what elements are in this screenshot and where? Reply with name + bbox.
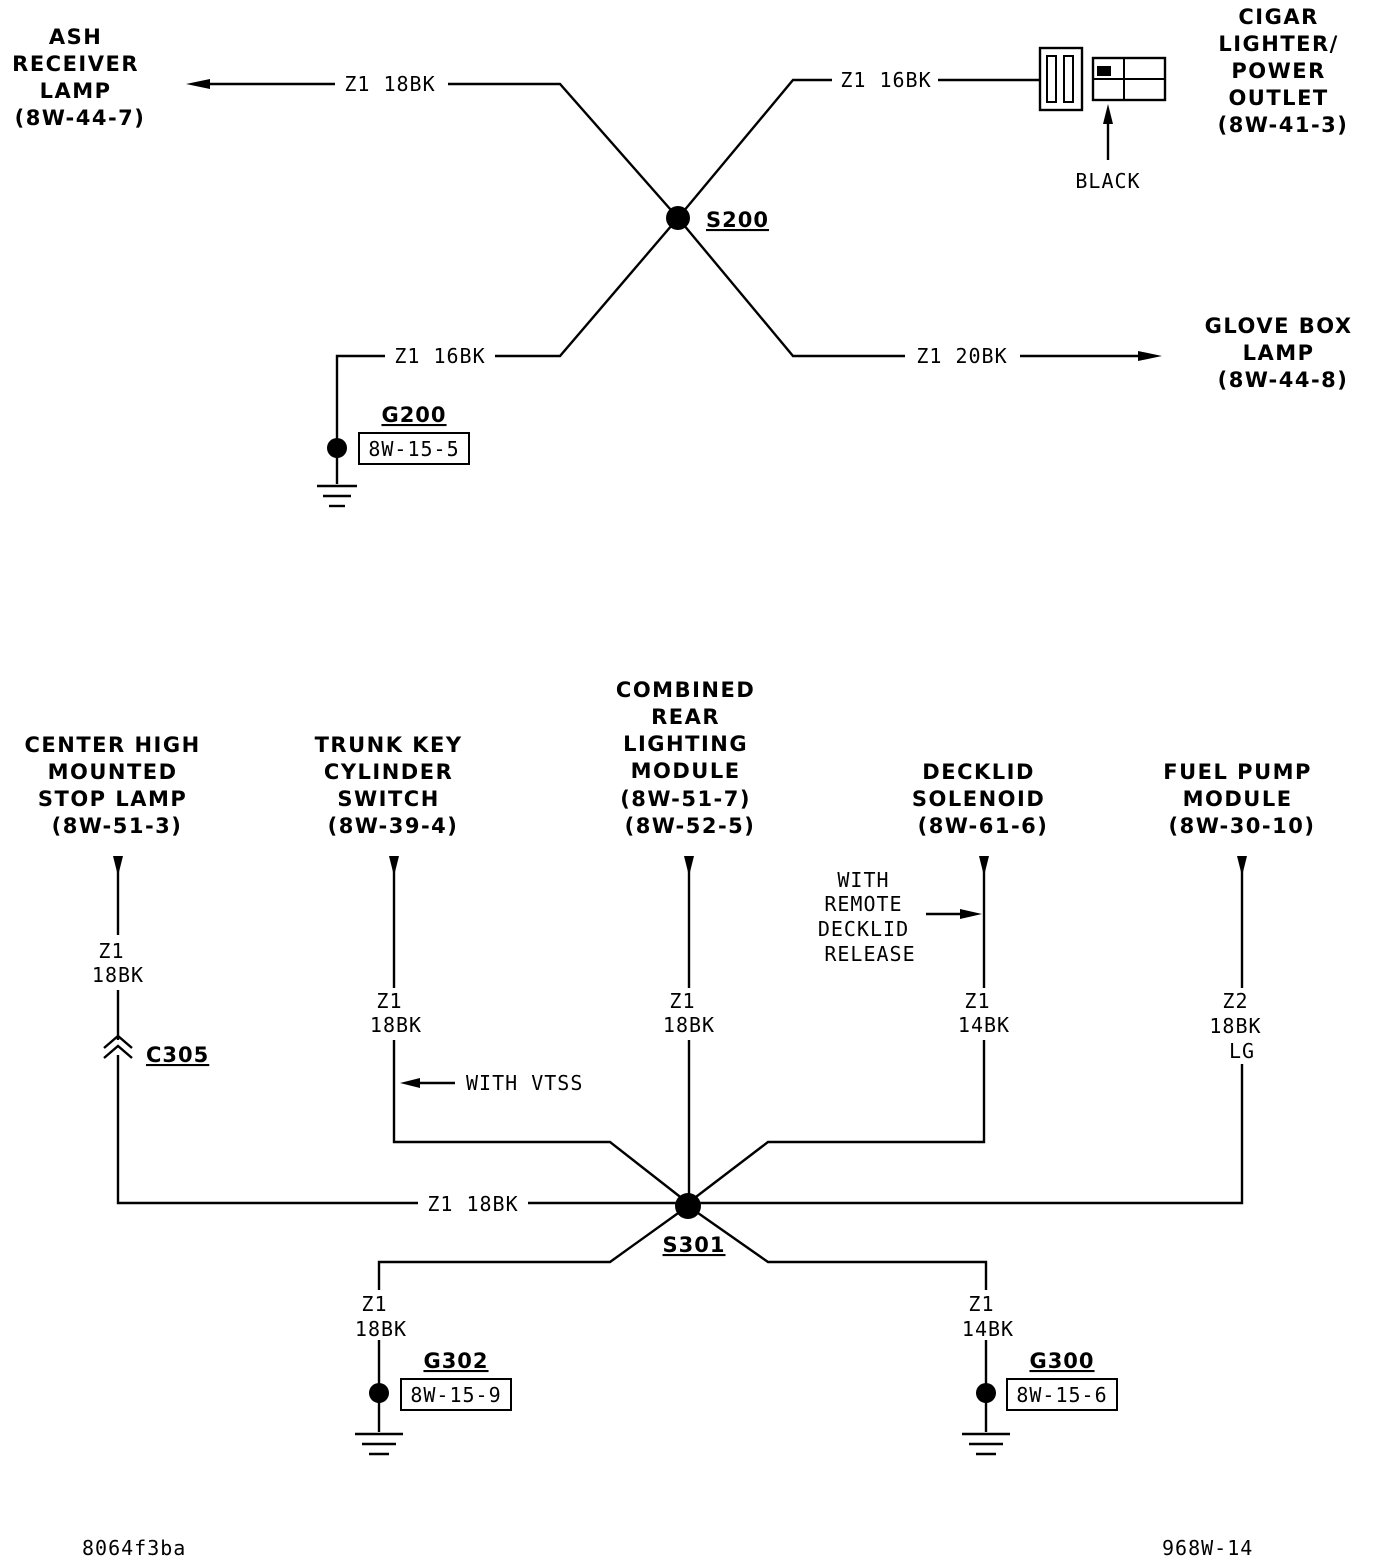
ground-g200-ref-box <box>358 432 470 465</box>
wire-label-ash: Z1 18BK <box>344 72 435 96</box>
bottom-section: CENTER HIGH MOUNTED STOP LAMP (8W-51-3) … <box>25 678 1320 1456</box>
arrow-fuel-icon <box>1237 856 1247 876</box>
wire-label-glove: Z1 20BK <box>916 344 1007 368</box>
wire-label-decklid: Z1 14BK <box>958 989 1010 1037</box>
arrow-crlm-icon <box>684 856 694 876</box>
connector-color-label: BLACK <box>1075 169 1140 193</box>
ground-g200-label: G200 <box>381 403 446 427</box>
wire-cigar-lighter <box>677 78 1040 219</box>
wire-label-g300: Z1 14BK <box>962 1292 1014 1341</box>
connector-c305-label: C305 <box>146 1043 209 1067</box>
arrow-trunk-icon <box>389 856 399 876</box>
connector-c305-icon <box>103 1034 133 1059</box>
note-with-remote-decklid-release: WITH REMOTE DECKLID RELEASE <box>818 868 922 966</box>
wire-label-cigar: Z1 16BK <box>840 68 931 92</box>
ash-receiver-lamp-label: ASH RECEIVER LAMP (8W-44-7) <box>12 25 148 130</box>
fuel-pump-module-label: FUEL PUMP MODULE (8W-30-10) <box>1163 760 1320 838</box>
decklid-solenoid-label: DECKLID SOLENOID (8W-61-6) <box>912 760 1054 838</box>
wire-label-ground: Z1 16BK <box>394 344 485 368</box>
wire-ground-g300 <box>687 1205 988 1432</box>
top-section: ASH RECEIVER LAMP (8W-44-7) Z1 18BK Z1 1… <box>12 5 1362 508</box>
vtss-arrow-icon <box>400 1078 420 1088</box>
ground-g300-icon <box>962 1432 1010 1456</box>
ground-g302-dot <box>369 1383 389 1403</box>
wire-ash-receiver <box>205 82 679 219</box>
ground-g300-ref: 8W-15-6 <box>1016 1383 1107 1407</box>
cigar-lighter-connector-icon <box>1038 46 1167 112</box>
wire-label-g302: Z1 18BK <box>355 1292 407 1341</box>
footer-left-id: 8064f3ba <box>82 1536 186 1560</box>
ground-g302-label: G302 <box>423 1349 488 1373</box>
wire-label-crlm: Z1 18BK <box>663 989 715 1037</box>
ground-g200-icon <box>317 484 357 508</box>
remote-arrow-icon <box>960 909 982 919</box>
wire-trunk-key <box>392 870 689 1204</box>
arrow-up-icon <box>1103 104 1113 124</box>
ground-g302-icon <box>355 1432 403 1456</box>
wire-glove-box <box>677 217 1145 358</box>
arrow-decklid-icon <box>979 856 989 876</box>
arrow-chmsl-icon <box>113 856 123 876</box>
wire-chmsl <box>116 870 688 1205</box>
cigar-lighter-label: CIGAR LIGHTER/ POWER OUTLET (8W-41-3) <box>1218 5 1349 137</box>
wire-label-chmsl-vertical: Z1 18BK <box>92 939 144 987</box>
glove-box-lamp-label: GLOVE BOX LAMP (8W-44-8) <box>1205 314 1362 392</box>
ground-g302-ref-box <box>400 1378 512 1411</box>
splice-s200-label: S200 <box>706 208 769 232</box>
footer-right-id: 968W-14 <box>1162 1536 1253 1560</box>
chmsl-label: CENTER HIGH MOUNTED STOP LAMP (8W-51-3) <box>25 733 210 838</box>
ground-g200-dot <box>327 438 347 458</box>
wire-label-fuel: Z2 18BK LG <box>1209 989 1274 1063</box>
arrow-glove-box-icon <box>1138 351 1162 361</box>
wire-fuel-pump <box>688 870 1244 1205</box>
ground-g302-ref: 8W-15-9 <box>410 1383 501 1407</box>
wire-label-chmsl-horizontal: Z1 18BK <box>427 1192 518 1216</box>
wire-decklid <box>687 870 986 1204</box>
splice-s301-label: S301 <box>663 1233 726 1257</box>
ground-g300-label: G300 <box>1029 1349 1094 1373</box>
ground-g300-dot <box>976 1383 996 1403</box>
trunk-key-cylinder-label: TRUNK KEY CYLINDER SWITCH (8W-39-4) <box>315 733 472 838</box>
arrow-ash-receiver-icon <box>186 79 210 89</box>
ground-g300-ref-box <box>1006 1378 1118 1411</box>
wire-label-trunk: Z1 18BK <box>370 989 422 1037</box>
ground-g200-ref: 8W-15-5 <box>368 437 459 461</box>
note-with-vtss: WITH VTSS <box>466 1071 583 1095</box>
combined-rear-lighting-module-label: COMBINED REAR LIGHTING MODULE (8W-51-7) … <box>616 678 764 838</box>
